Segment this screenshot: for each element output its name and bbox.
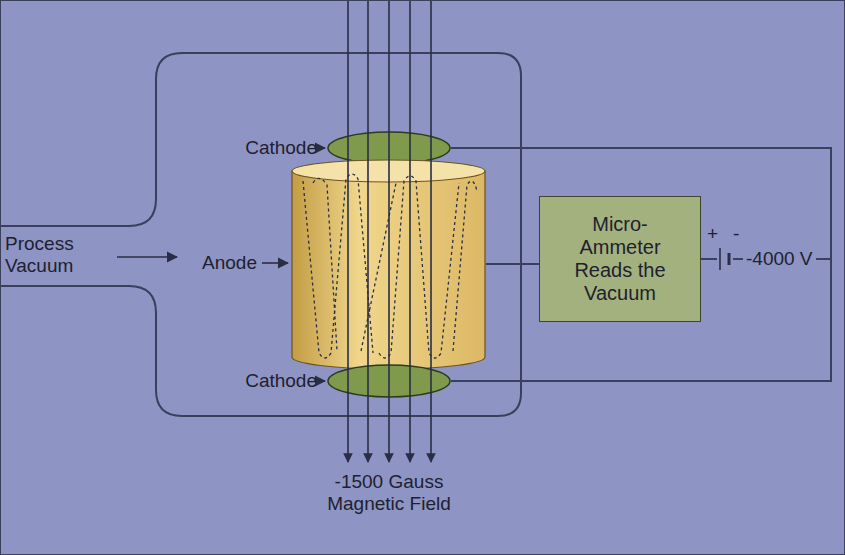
- field-line: [367, 1, 369, 462]
- wire: [486, 263, 539, 265]
- battery-symbol: [717, 248, 733, 270]
- process-label: Process Vacuum: [5, 233, 117, 277]
- field-line: [347, 1, 349, 462]
- ammeter-box: Micro- Ammeter Reads the Vacuum: [539, 196, 701, 322]
- part-name: Cathode: [245, 137, 317, 159]
- box-text: Micro- Ammeter Reads the Vacuum: [564, 213, 676, 305]
- part-name: Cathode: [245, 370, 317, 392]
- field-line: [409, 1, 411, 462]
- process-arrow: [117, 256, 177, 258]
- part-name: Anode: [202, 252, 257, 274]
- cathode-leader: [319, 380, 325, 382]
- electron-paths: [303, 174, 477, 358]
- magnetic-field-lines: [348, 1, 431, 462]
- field-line: [430, 1, 432, 462]
- cathode-leader: [319, 147, 325, 149]
- polarity-sign: +: [707, 223, 718, 245]
- vacuum-housing: [1, 53, 521, 416]
- field-line: [388, 1, 390, 462]
- anode-leader: [262, 262, 288, 264]
- field-label: -1500 Gauss Magnetic Field: [304, 471, 474, 515]
- voltage-label: -4000 V: [743, 248, 816, 270]
- polarity-sign: -: [733, 223, 739, 245]
